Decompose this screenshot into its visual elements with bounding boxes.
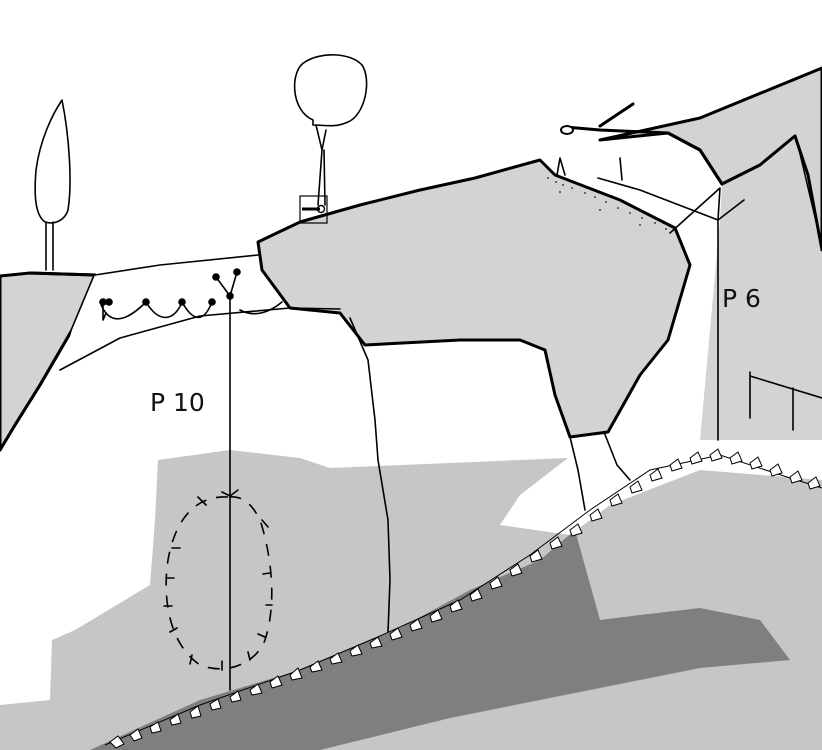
scree-slope [104,448,822,749]
tree-icon [293,54,368,206]
main-boulder [256,158,692,439]
pitch-label-p10: P 10 [150,388,205,417]
cypress-icon [34,99,71,271]
right-rock [700,136,822,440]
bolt-rigging-icon [597,157,745,234]
pitch-label-p6: P 6 [722,284,761,313]
dark-floor [90,530,790,750]
shaft-outline [163,489,273,671]
anchor-icon [299,195,328,224]
